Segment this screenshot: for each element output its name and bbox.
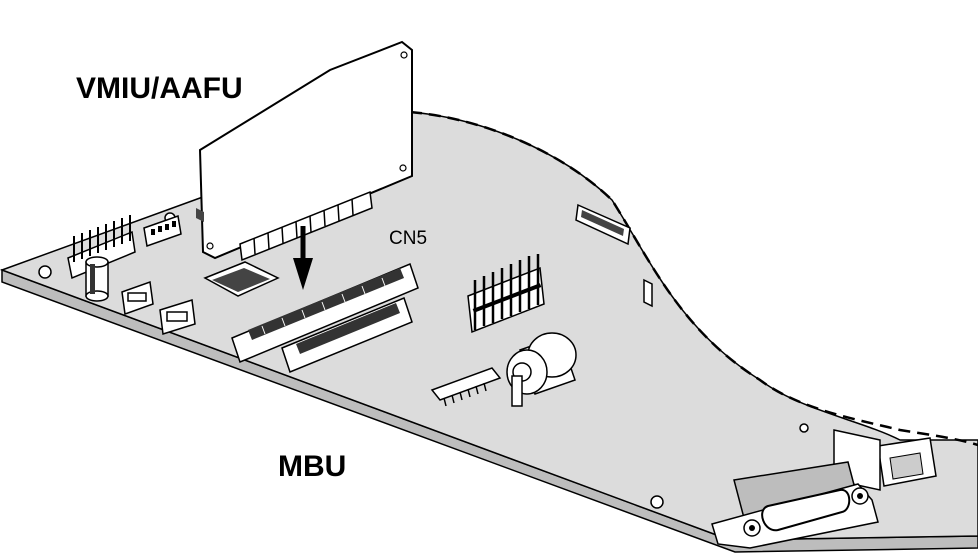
rj-jack [833,429,937,491]
edge-connector-top [575,203,631,246]
mounting-hole [38,265,52,279]
ic-chip [203,261,280,297]
board-label: MBU [278,450,346,483]
mounting-holes [38,212,809,509]
jumper-connectors [121,280,196,335]
battery [506,332,577,407]
connector-label: CN5 [389,228,427,249]
middle-pin-header [467,254,545,334]
lower-connector [281,297,413,373]
cutaway-boundary [409,110,978,447]
left-pin-header [67,215,136,280]
dip-switch [143,214,182,248]
serial-connector [711,461,879,549]
capacitor [85,256,109,302]
vmiu-aafu-card [196,40,413,262]
cn5-connector [231,262,419,364]
module-label: VMIU/AAFU [76,72,243,105]
mounting-hole [799,423,809,433]
mounting-hole [650,495,664,509]
insertion-arrow [293,226,313,290]
side-bracket [643,278,653,308]
soic-chip [430,367,502,407]
